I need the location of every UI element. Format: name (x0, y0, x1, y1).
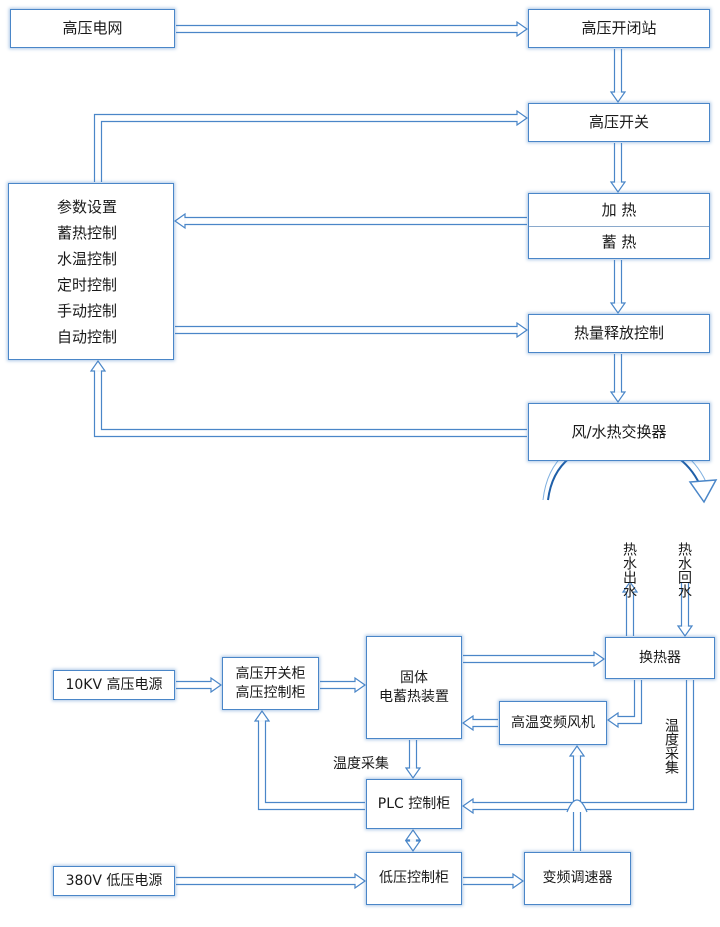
plc-cabinet-label: PLC 控制柜 (377, 795, 451, 812)
arrow-lv-source-to-lv-cabinet (176, 872, 367, 890)
hv-switch-cabinet-label: 高压开关柜 (235, 665, 306, 682)
arrow-station-to-switch (609, 49, 627, 104)
arrow-plc-lv-bidirectional (404, 828, 422, 853)
arrow-heat-to-control (173, 212, 527, 230)
arrow-release-to-exchanger (609, 354, 627, 404)
arrow-hot-water-return (676, 582, 694, 638)
heat-release-control-box: 热量释放控制 (528, 314, 710, 353)
heat-exchanger-label: 换热器 (639, 649, 681, 666)
air-water-heat-exchanger-label: 风/水热交换器 (571, 422, 667, 441)
heat-release-control-label: 热量释放控制 (573, 324, 664, 342)
arrow-control-to-switch (93, 109, 529, 182)
arrow-solid-to-exchanger (463, 650, 606, 668)
high-voltage-grid-label: 高压电网 (62, 19, 123, 37)
hv-cabinet-box: 高压开关柜 高压控制柜 (222, 657, 319, 710)
heat-store-box: 加 热 蓄 热 (528, 193, 710, 259)
arrow-vfd-to-fan (568, 744, 586, 851)
control-item: 手动控制 (57, 301, 118, 320)
heat-store-divider (529, 226, 709, 227)
heat-storage-device-label: 电蓄热装置 (379, 688, 449, 705)
control-item: 自动控制 (57, 327, 118, 346)
solid-heat-storage-box: 固体 电蓄热装置 (366, 636, 462, 739)
vfd-speed-controller-box: 变频调速器 (524, 852, 631, 905)
arrow-lv-cabinet-to-vfd (463, 872, 525, 890)
control-panel-box: 参数设置 蓄热控制 水温控制 定时控制 手动控制 自动控制 (8, 183, 174, 360)
control-item: 水温控制 (57, 249, 118, 268)
hv-power-source-label: 10KV 高压电源 (65, 676, 163, 693)
solid-label: 固体 (400, 669, 428, 686)
lv-power-source-box: 380V 低压电源 (53, 866, 175, 896)
heat-exchanger-box: 换热器 (605, 637, 715, 679)
arrow-switch-to-heat (609, 143, 627, 194)
high-temp-vfd-fan-label: 高温变频风机 (511, 714, 595, 731)
high-temp-vfd-fan-box: 高温变频风机 (499, 701, 607, 745)
control-item: 参数设置 (57, 197, 118, 216)
control-item: 蓄热控制 (57, 223, 118, 242)
heating-label: 加 热 (601, 200, 637, 219)
temperature-collection-vertical-label: 温度采集 (663, 718, 679, 774)
arrow-plc-to-hv-cabinet (253, 709, 365, 811)
lv-control-cabinet-label: 低压控制柜 (379, 870, 449, 886)
arrow-hv-source-to-cabinet (176, 676, 223, 694)
switching-station-box: 高压开闭站 (528, 9, 710, 48)
line-crossover-hop (566, 799, 588, 813)
switching-station-label: 高压开闭站 (581, 19, 657, 37)
storing-label: 蓄 热 (601, 232, 637, 251)
vfd-speed-controller-label: 变频调速器 (542, 870, 613, 886)
arrow-grid-to-station (176, 20, 529, 38)
arrow-control-to-release (175, 321, 529, 339)
temperature-collection-label: 温度采集 (333, 756, 389, 772)
plc-cabinet-box: PLC 控制柜 (366, 779, 462, 829)
arrow-exchanger-to-fan (606, 680, 643, 729)
hv-power-source-box: 10KV 高压电源 (53, 670, 175, 700)
arrow-exchanger-to-control (89, 359, 527, 438)
hv-control-cabinet-label: 高压控制柜 (235, 684, 306, 701)
high-voltage-switch-label: 高压开关 (588, 113, 649, 131)
lv-power-source-label: 380V 低压电源 (65, 872, 163, 889)
high-voltage-switch-box: 高压开关 (528, 103, 710, 142)
lv-control-cabinet-box: 低压控制柜 (366, 852, 462, 905)
control-item: 定时控制 (57, 275, 118, 294)
arrow-fan-to-solid (461, 714, 498, 732)
arrow-hot-water-out (621, 580, 639, 636)
arrow-cabinet-to-solid (320, 676, 367, 694)
air-water-heat-exchanger-box: 风/水热交换器 (528, 403, 710, 461)
arrow-exchanger-temp-to-plc (461, 680, 695, 815)
arrow-heat-to-release (609, 260, 627, 315)
hot-water-return-label: 热水回水 (676, 542, 692, 598)
high-voltage-grid-box: 高压电网 (10, 9, 175, 48)
arrow-solid-to-plc (404, 740, 422, 780)
hot-water-outlet-label: 热水出水 (621, 542, 637, 598)
